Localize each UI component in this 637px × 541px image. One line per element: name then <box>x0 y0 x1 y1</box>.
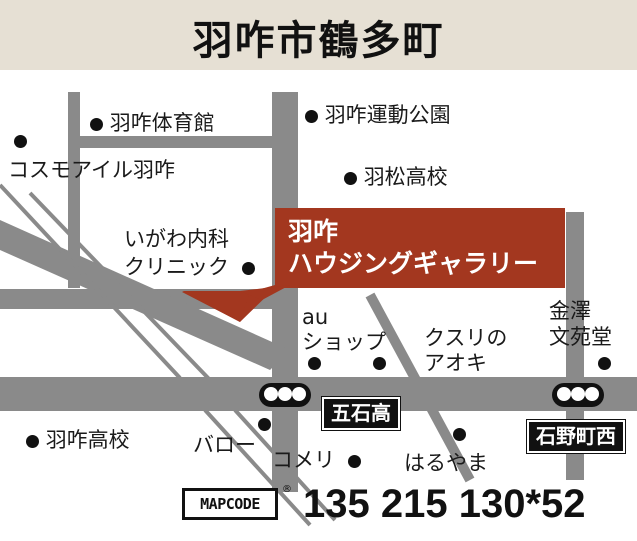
landmark-haruyama-label: はるやま <box>404 451 488 475</box>
landmark-dot-icon <box>347 454 361 468</box>
road-vertical-right <box>566 212 584 480</box>
landmark-hamatsu-hs-label: 羽松高校 <box>363 165 448 189</box>
landmark-dot-icon <box>258 418 271 431</box>
title-background <box>0 0 637 70</box>
landmark-au-line2: ショップ <box>302 330 386 354</box>
landmark-dot-icon <box>373 357 386 370</box>
road-top-left <box>68 136 278 148</box>
highlight-label-line1: 羽咋 <box>288 217 339 246</box>
landmark-sports-park: 羽咋運動公園 <box>305 102 451 128</box>
railway-line-2 <box>28 191 212 382</box>
signal-lamp <box>264 387 278 401</box>
registered-mark: ® <box>282 484 292 495</box>
landmark-hakui-hs: 羽咋高校 <box>26 427 130 453</box>
landmark-sports-park-label: 羽咋運動公園 <box>324 103 451 127</box>
mapcode-logo-text: MAPCODE <box>200 495 260 513</box>
landmark-dot-icon <box>90 117 103 131</box>
mapcode-logo: MAPCODE <box>182 488 278 520</box>
page-title: 羽咋市鶴多町 <box>192 18 445 64</box>
landmark-au-line1: au <box>302 305 329 329</box>
landmark-kusuri-line1: クスリの <box>424 326 508 350</box>
traffic-signal-icon <box>259 383 311 407</box>
landmark-cosmo-isle-label: コスモアイル羽咋 <box>8 158 175 182</box>
highlight-label-line2: ハウジングギャラリー <box>288 249 539 278</box>
road-diagonal-main <box>0 220 290 370</box>
signal-lamp <box>557 387 571 401</box>
landmark-dot-icon <box>344 171 357 185</box>
railway-line-3 <box>203 408 312 527</box>
landmark-dot-icon <box>14 135 27 148</box>
landmark-hamatsu-hs: 羽松高校 <box>344 164 448 190</box>
traffic-signal-icon <box>552 383 604 407</box>
landmark-dot-icon <box>26 434 39 448</box>
landmark-hakui-hs-label: 羽咋高校 <box>45 428 130 452</box>
railway-line-4 <box>233 408 337 522</box>
landmark-dot-icon <box>598 357 611 370</box>
highlight-pointer <box>182 291 250 322</box>
railway-line-1 <box>0 183 182 380</box>
landmark-dot-icon <box>453 428 466 441</box>
landmark-dot-icon <box>308 357 321 370</box>
highlight-pointer-tail <box>240 285 290 300</box>
landmark-igawa-clinic: クリニック <box>124 254 255 280</box>
landmark-komeri-label: コメリ <box>272 448 335 472</box>
landmark-kanazawa-line2: 文苑堂 <box>549 325 612 349</box>
landmark-gym: 羽咋体育館 <box>90 110 215 136</box>
landmark-dot-icon <box>305 109 318 123</box>
landmark-kanazawa-line1: 金澤 <box>549 299 591 323</box>
signal-lamp <box>571 387 585 401</box>
signal-lamp <box>585 387 599 401</box>
intersection-ishino: 石野町西 <box>527 420 625 453</box>
signal-lamp <box>278 387 292 401</box>
landmark-komeri: コメリ <box>272 447 361 473</box>
landmark-igawa-clinic-label: クリニック <box>124 255 229 279</box>
landmark-kusuri-line2: アオキ <box>424 351 487 375</box>
road-horizontal-main <box>0 377 637 411</box>
landmark-dot-icon <box>241 261 255 275</box>
intersection-goishi: 五石高 <box>322 397 400 430</box>
landmark-valor-label: バロー <box>193 433 256 457</box>
landmark-igawa-clinic-line1: いがわ内科 <box>124 227 229 251</box>
mapcode-number: 135 215 130*52 <box>303 482 586 526</box>
landmark-gym-label: 羽咋体育館 <box>109 111 215 135</box>
signal-lamp <box>292 387 306 401</box>
highlight-box <box>275 208 565 288</box>
